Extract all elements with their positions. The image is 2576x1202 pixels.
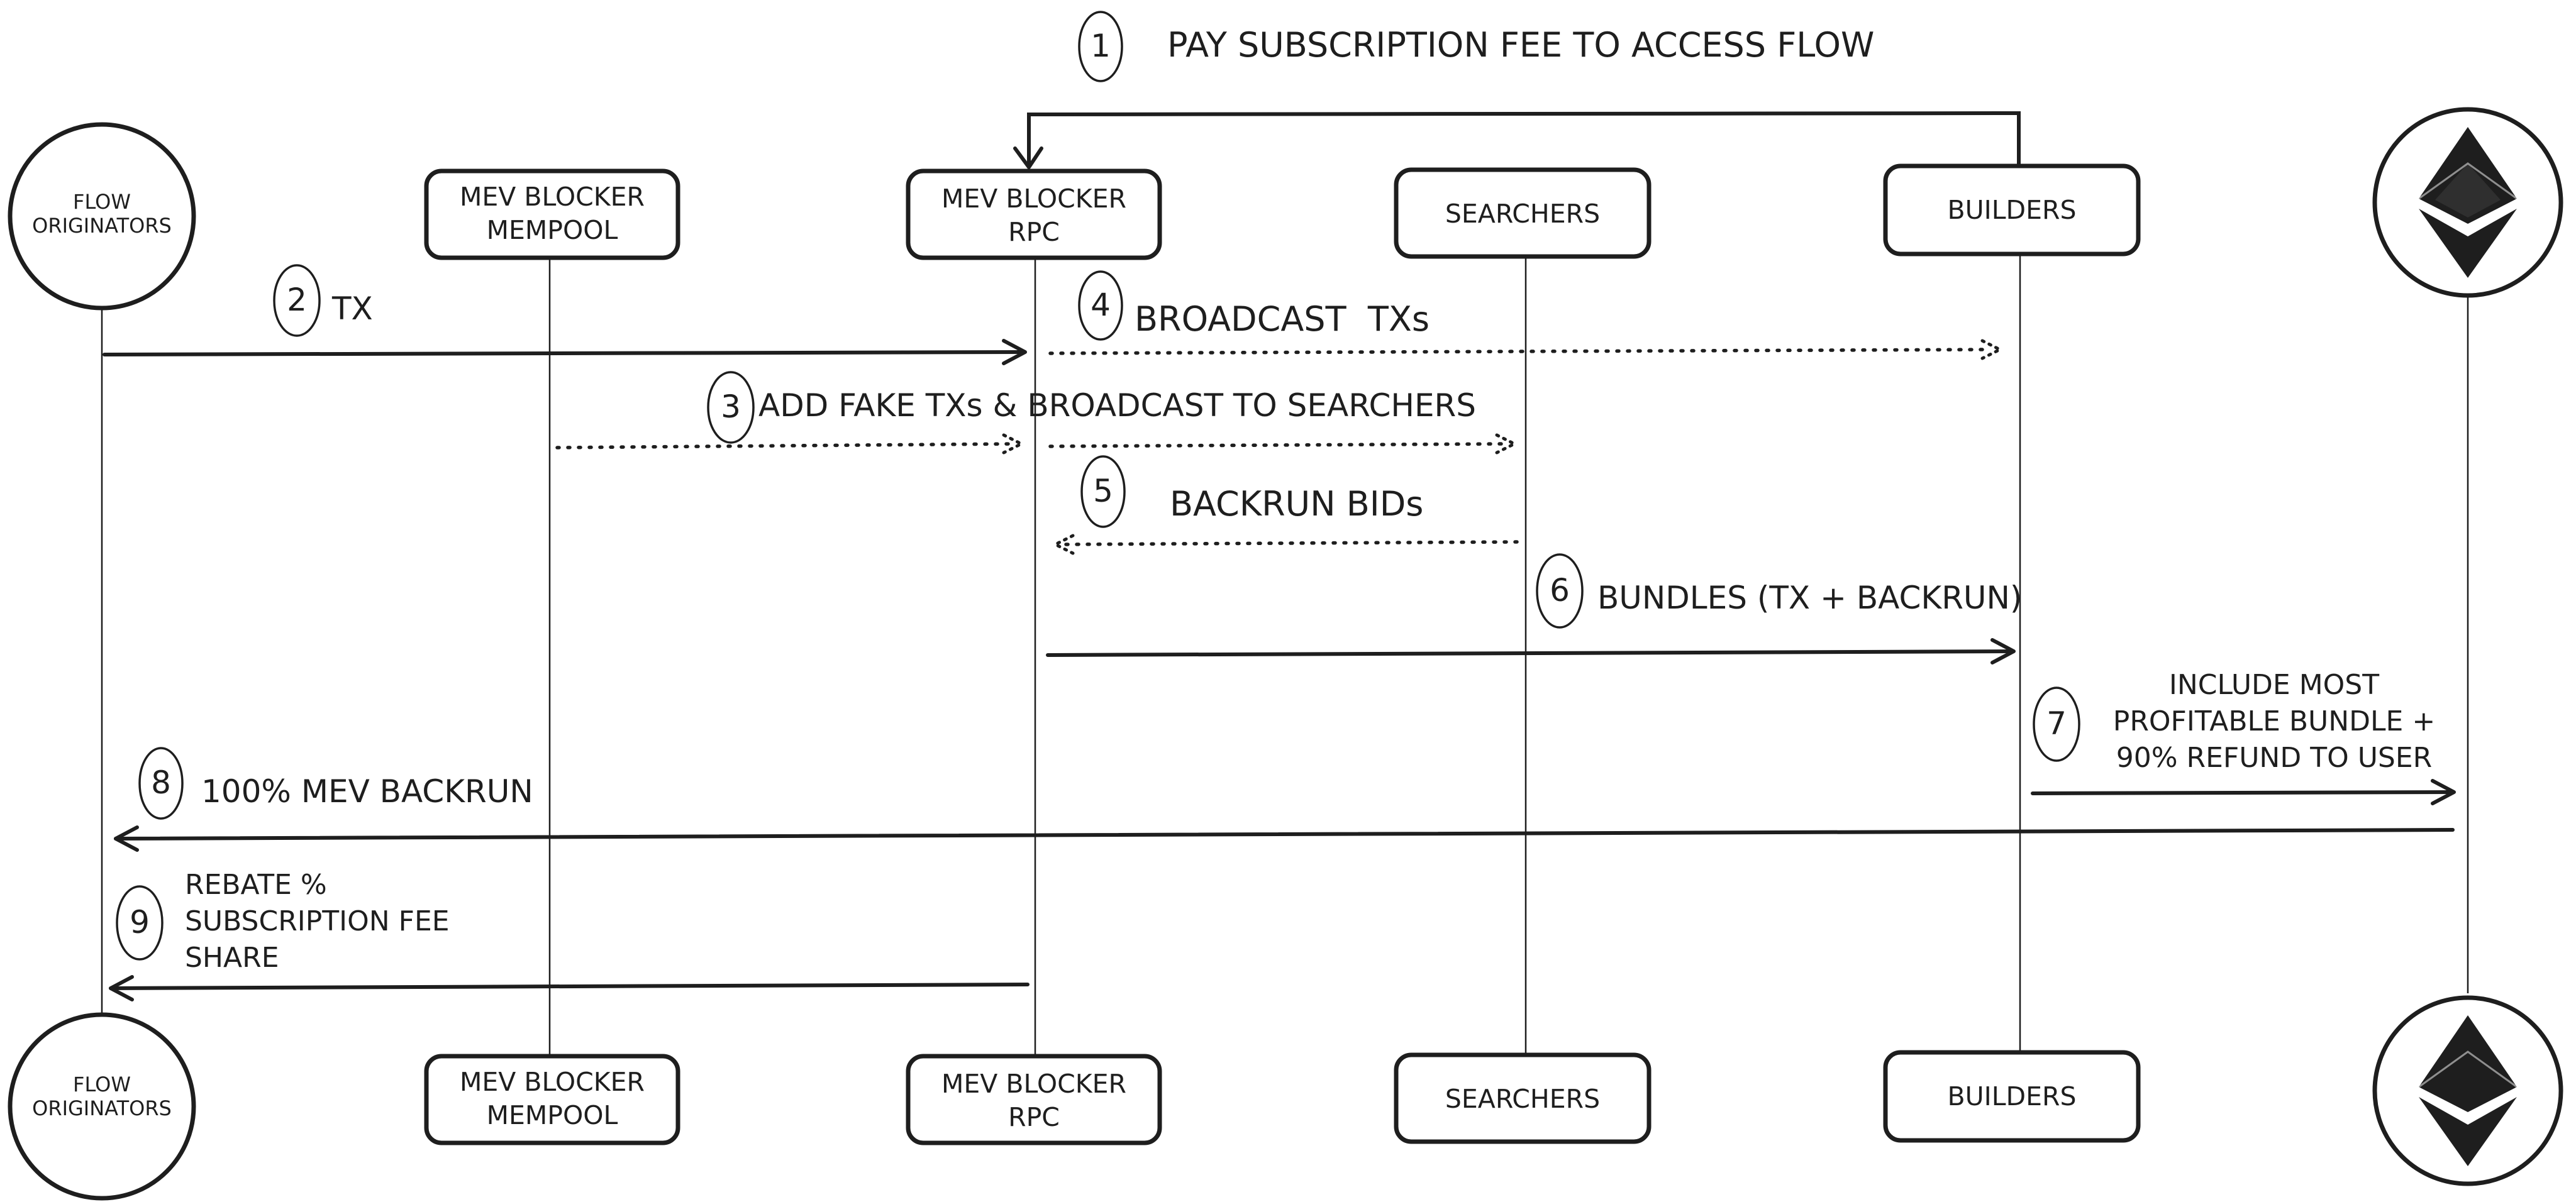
step-2-marker: 2 (273, 264, 321, 337)
step-8-label: 100% MEV BACKRUN (201, 773, 533, 810)
arrow-step-3a (555, 433, 1025, 455)
step-4-label: BROADCAST TXs (1135, 299, 1430, 339)
step-number: 7 (2046, 705, 2067, 742)
node-label-line2: MEMPOOL (487, 215, 618, 245)
step-7-label-line2: PROFITABLE BUNDLE + (2113, 705, 2435, 737)
step-7-label-line1: INCLUDE MOST (2169, 669, 2379, 701)
arrow-step-4 (1048, 339, 2004, 360)
step-number: 2 (287, 282, 307, 318)
node-label-line1: MEV BLOCKER (941, 184, 1126, 214)
step-9-marker: 9 (116, 885, 164, 961)
node-label: SEARCHERS (1445, 199, 1600, 229)
ethereum-logo-icon (2418, 127, 2518, 278)
step-6-label: BUNDLES (TX + BACKRUN) (1597, 580, 2022, 616)
node-label-line2: MEMPOOL (487, 1100, 618, 1130)
ethereum-logo-icon (2418, 1015, 2518, 1166)
node-mev-blocker-mempool-bottom: MEV BLOCKER MEMPOOL (424, 1054, 680, 1145)
node-label-line1: MEV BLOCKER (460, 1067, 645, 1097)
node-label: BUILDERS (1947, 195, 2076, 225)
arrow-step-3b (1048, 433, 1518, 455)
step-1-marker: 1 (1078, 11, 1123, 82)
arrow-step-6 (1046, 638, 2016, 664)
step-5-marker: 5 (1080, 455, 1126, 528)
arrow-step-7 (2031, 779, 2456, 805)
step-number: 8 (151, 764, 171, 801)
node-label-line1: FLOW (73, 190, 131, 214)
node-label-line1: MEV BLOCKER (941, 1069, 1126, 1099)
node-label-line2: RPC (1008, 217, 1060, 247)
node-label: SEARCHERS (1445, 1084, 1600, 1114)
node-mev-blocker-rpc-top: MEV BLOCKER RPC (906, 168, 1162, 260)
step-4-marker: 4 (1078, 270, 1123, 341)
step-number: 1 (1091, 28, 1111, 64)
node-flow-originators-bottom: FLOW ORIGINATORS (8, 1012, 196, 1201)
step-number: 6 (1550, 572, 1570, 609)
arrow-step-5 (1052, 534, 1519, 555)
step-7-label-line3: 90% REFUND TO USER (2116, 742, 2432, 774)
step-6-marker: 6 (1536, 553, 1584, 629)
step-number: 3 (721, 389, 741, 425)
step-9-label-line1: REBATE % (185, 869, 327, 901)
node-label-line1: MEV BLOCKER (460, 182, 645, 212)
node-searchers-bottom: SEARCHERS (1394, 1052, 1652, 1144)
step-number: 9 (130, 904, 150, 940)
node-searchers-top: SEARCHERS (1394, 167, 1652, 259)
step-5-label: BACKRUN BIDs (1170, 484, 1423, 524)
arrow-step-2 (103, 339, 1027, 365)
step-number: 5 (1093, 473, 1113, 509)
step-8-marker: 8 (138, 747, 184, 820)
node-label-line2: RPC (1008, 1102, 1060, 1132)
node-flow-originators-top: FLOW ORIGINATORS (8, 122, 196, 311)
node-mev-blocker-mempool-top: MEV BLOCKER MEMPOOL (424, 168, 680, 260)
node-ethereum-bottom (2372, 995, 2563, 1186)
node-builders-top: BUILDERS (1883, 163, 2141, 256)
step-9-label-line3: SHARE (185, 942, 279, 974)
node-label-line2: ORIGINATORS (32, 1096, 172, 1120)
step-2-label: TX (331, 290, 373, 327)
node-ethereum-top (2372, 107, 2563, 298)
arrow-step-1 (1013, 111, 2021, 169)
step-1-label: PAY SUBSCRIPTION FEE TO ACCESS FLOW (1167, 25, 1874, 65)
node-label-line1: FLOW (73, 1072, 131, 1096)
node-mev-blocker-rpc-bottom: MEV BLOCKER RPC (906, 1054, 1162, 1145)
node-builders-bottom: BUILDERS (1883, 1050, 2141, 1143)
step-number: 4 (1091, 287, 1111, 323)
arrow-step-9 (109, 975, 1030, 1001)
node-label-line2: ORIGINATORS (32, 214, 172, 238)
step-3-marker: 3 (707, 371, 755, 444)
step-3-label: ADD FAKE TXs & BROADCAST TO SEARCHERS (758, 387, 1476, 424)
arrow-step-8 (114, 825, 2455, 852)
step-9-label-line2: SUBSCRIPTION FEE (185, 905, 450, 937)
node-label: BUILDERS (1947, 1081, 2076, 1111)
step-7-marker: 7 (2033, 686, 2080, 762)
